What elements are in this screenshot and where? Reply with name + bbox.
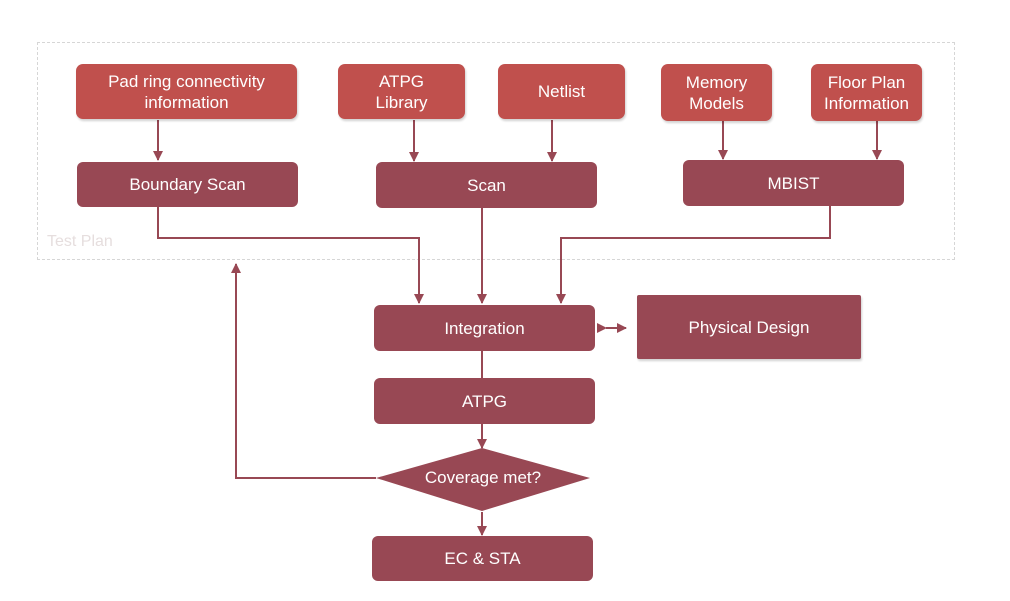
atpg-box: ATPG bbox=[374, 378, 595, 424]
decision-diamond bbox=[376, 448, 590, 511]
test-plan-label: Test Plan bbox=[47, 233, 113, 250]
decision-label: Coverage met? bbox=[424, 468, 542, 487]
floor-plan-box: Floor Plan Information bbox=[811, 64, 922, 121]
scan-box: Scan bbox=[376, 162, 597, 208]
integration-box: Integration bbox=[374, 305, 595, 351]
boundary-scan-box: Boundary Scan bbox=[77, 162, 298, 207]
pad-ring-box: Pad ring connectivity information bbox=[76, 64, 297, 119]
atpg-library-box: ATPG Library bbox=[338, 64, 465, 119]
mbist-box: MBIST bbox=[683, 160, 904, 206]
test-plan-region bbox=[37, 42, 955, 260]
netlist-box: Netlist bbox=[498, 64, 625, 119]
physical-design-box: Physical Design bbox=[637, 295, 861, 359]
ec-sta-box: EC & STA bbox=[372, 536, 593, 581]
memory-models-box: Memory Models bbox=[661, 64, 772, 121]
arrow-boundary-scan-to-integration bbox=[157, 207, 424, 304]
arrow-decision-feedback-to-test-plan bbox=[231, 263, 376, 479]
arrow-mbist-to-integration bbox=[556, 206, 831, 304]
